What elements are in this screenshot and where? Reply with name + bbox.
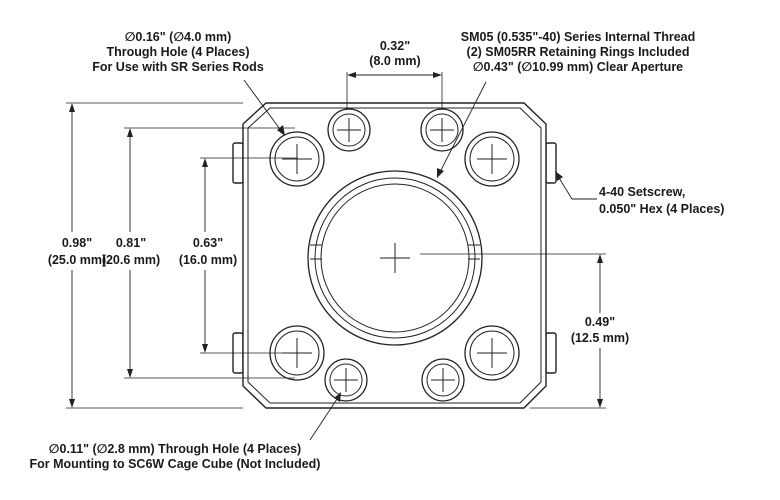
dim-center-height-inch: 0.49" bbox=[585, 315, 615, 329]
mount-hole-bottom-left bbox=[324, 358, 368, 402]
callout-rod-hole-line2: Through Hole (4 Places) bbox=[106, 45, 249, 59]
dim-hole-spacing: 0.32" (8.0 mm) bbox=[346, 39, 443, 110]
dim-rod-spacing: 0.81" (20.6 mm) bbox=[102, 127, 295, 379]
callout-thread-line3: ∅0.43" (∅10.99 mm) Clear Aperture bbox=[473, 60, 683, 74]
mount-hole-bottom-right bbox=[421, 358, 465, 402]
rod-hole-top-right bbox=[464, 131, 520, 187]
callout-setscrew: 4-40 Setscrew, 0.050" Hex (4 Places) bbox=[555, 171, 724, 216]
dim-overall-height: 0.98" (25.0 mm) bbox=[48, 102, 243, 409]
dim-hole-spacing-inch: 0.32" bbox=[380, 39, 410, 53]
dim-rod-spacing-inch: 0.81" bbox=[116, 236, 146, 250]
callout-mount-hole: ∅0.11" (∅2.8 mm) Through Hole (4 Places)… bbox=[30, 392, 341, 471]
callout-rod-hole-line1: ∅0.16" (∅4.0 mm) bbox=[125, 30, 232, 44]
dim-overall-height-inch: 0.98" bbox=[62, 236, 92, 250]
dim-inner-spacing-mm: (16.0 mm) bbox=[179, 253, 237, 267]
callout-mount-hole-line2: For Mounting to SC6W Cage Cube (Not Incl… bbox=[30, 457, 321, 471]
setscrew-tab-bottom-right bbox=[545, 332, 557, 374]
dim-hole-spacing-mm: (8.0 mm) bbox=[369, 54, 420, 68]
mount-holes bbox=[324, 108, 465, 402]
callout-thread: SM05 (0.535"-40) Series Internal Thread … bbox=[437, 30, 695, 178]
mount-body-inner-edge bbox=[247, 107, 542, 404]
setscrew-tab-top-right bbox=[545, 142, 557, 184]
dim-inner-spacing-inch: 0.63" bbox=[193, 236, 223, 250]
callout-setscrew-line1: 4-40 Setscrew, bbox=[599, 185, 685, 199]
mount-hole-top-right bbox=[420, 108, 464, 152]
callout-setscrew-line2: 0.050" Hex (4 Places) bbox=[599, 202, 724, 216]
dim-overall-height-mm: (25.0 mm) bbox=[48, 253, 106, 267]
setscrew-tab-top-left bbox=[232, 142, 244, 184]
dim-center-height: 0.49" (12.5 mm) bbox=[420, 253, 629, 409]
callout-thread-line1: SM05 (0.535"-40) Series Internal Thread bbox=[461, 30, 696, 44]
callout-rod-hole: ∅0.16" (∅4.0 mm) Through Hole (4 Places)… bbox=[92, 30, 285, 136]
callout-thread-line2: (2) SM05RR Retaining Rings Included bbox=[467, 45, 690, 59]
rod-hole-bottom-right bbox=[464, 325, 520, 381]
dim-inner-spacing: 0.63" (16.0 mm) bbox=[179, 157, 297, 354]
mount-hole-top-left bbox=[327, 108, 371, 152]
aperture bbox=[307, 170, 483, 346]
callout-mount-hole-line1: ∅0.11" (∅2.8 mm) Through Hole (4 Places) bbox=[49, 442, 301, 456]
rod-hole-top-left bbox=[269, 131, 325, 187]
dim-center-height-mm: (12.5 mm) bbox=[571, 331, 629, 345]
dim-rod-spacing-mm: (20.6 mm) bbox=[102, 253, 160, 267]
callout-rod-hole-line3: For Use with SR Series Rods bbox=[92, 60, 264, 74]
